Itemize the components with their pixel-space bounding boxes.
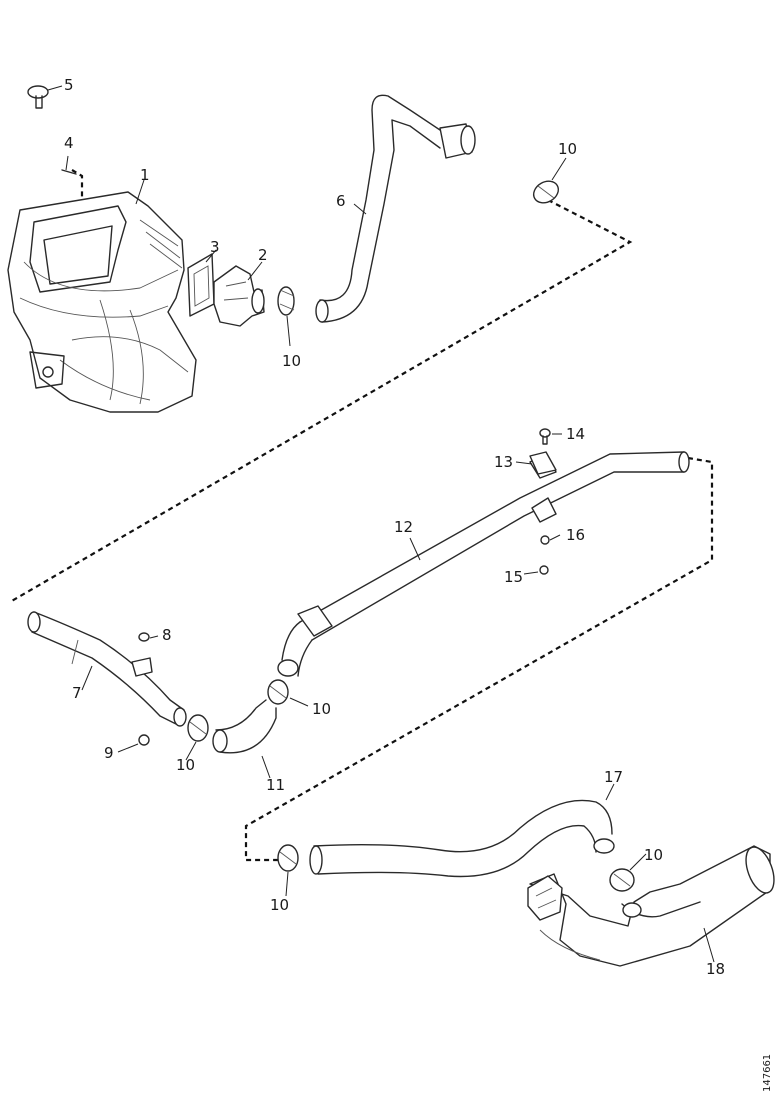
leader-lines — [47, 85, 715, 963]
callout-11: 11 — [266, 776, 285, 794]
callout-8: 8 — [162, 626, 172, 644]
callout-10e: 10 — [270, 896, 289, 914]
guide-12-to-17 — [244, 456, 714, 862]
callout-10a: 10 — [282, 352, 301, 370]
callout-16: 16 — [566, 526, 585, 544]
clamp-10d — [187, 714, 209, 742]
callout-10c: 10 — [312, 700, 331, 718]
clamp-10b — [532, 180, 560, 204]
callout-13: 13 — [494, 453, 513, 471]
callout-7: 7 — [72, 684, 82, 702]
bracket-13 — [529, 451, 557, 475]
callout-12: 12 — [394, 518, 413, 536]
guide-part-4 — [71, 169, 84, 250]
callout-2: 2 — [258, 246, 268, 264]
clamp-10e — [277, 844, 299, 872]
callout-10d: 10 — [176, 756, 195, 774]
callout-3: 3 — [210, 238, 220, 256]
nut-16 — [540, 535, 550, 545]
callout-6: 6 — [336, 192, 346, 210]
callout-10b: 10 — [558, 140, 577, 158]
connector — [213, 265, 265, 327]
gasket — [187, 253, 215, 317]
hose-clamps — [187, 180, 635, 892]
heater-housing — [7, 191, 197, 413]
callout-4: 4 — [64, 134, 74, 152]
lower-hose — [309, 799, 615, 878]
screw-14 — [539, 428, 551, 445]
outlet-pipe — [527, 845, 775, 967]
clamp-10c — [267, 679, 289, 705]
reference-number: 147661 — [762, 1054, 773, 1092]
nut-15 — [539, 565, 549, 575]
upper-hose — [315, 94, 476, 323]
callout-18: 18 — [706, 960, 725, 978]
callout-17: 17 — [604, 768, 623, 786]
callout-1: 1 — [140, 166, 150, 184]
callout-labels: 5 4 1 3 2 10 6 10 14 13 12 16 15 8 7 10 … — [64, 76, 725, 978]
callout-9: 9 — [104, 744, 114, 762]
callout-10f: 10 — [644, 846, 663, 864]
clamp-10a — [277, 286, 295, 316]
fasteners — [27, 85, 557, 746]
routing-guides — [9, 169, 714, 862]
bracket-8 — [131, 632, 153, 677]
screw-4 — [61, 169, 77, 175]
callout-15: 15 — [504, 568, 523, 586]
screw-5 — [27, 85, 49, 109]
callout-14: 14 — [566, 425, 585, 443]
nut-9 — [138, 734, 150, 746]
hose-7 — [27, 611, 187, 727]
guide-6-to-7 — [9, 199, 633, 603]
elbow-hose — [212, 699, 277, 754]
long-pipe — [277, 451, 690, 677]
callout-5: 5 — [64, 76, 74, 94]
clamp-10f — [609, 868, 635, 892]
